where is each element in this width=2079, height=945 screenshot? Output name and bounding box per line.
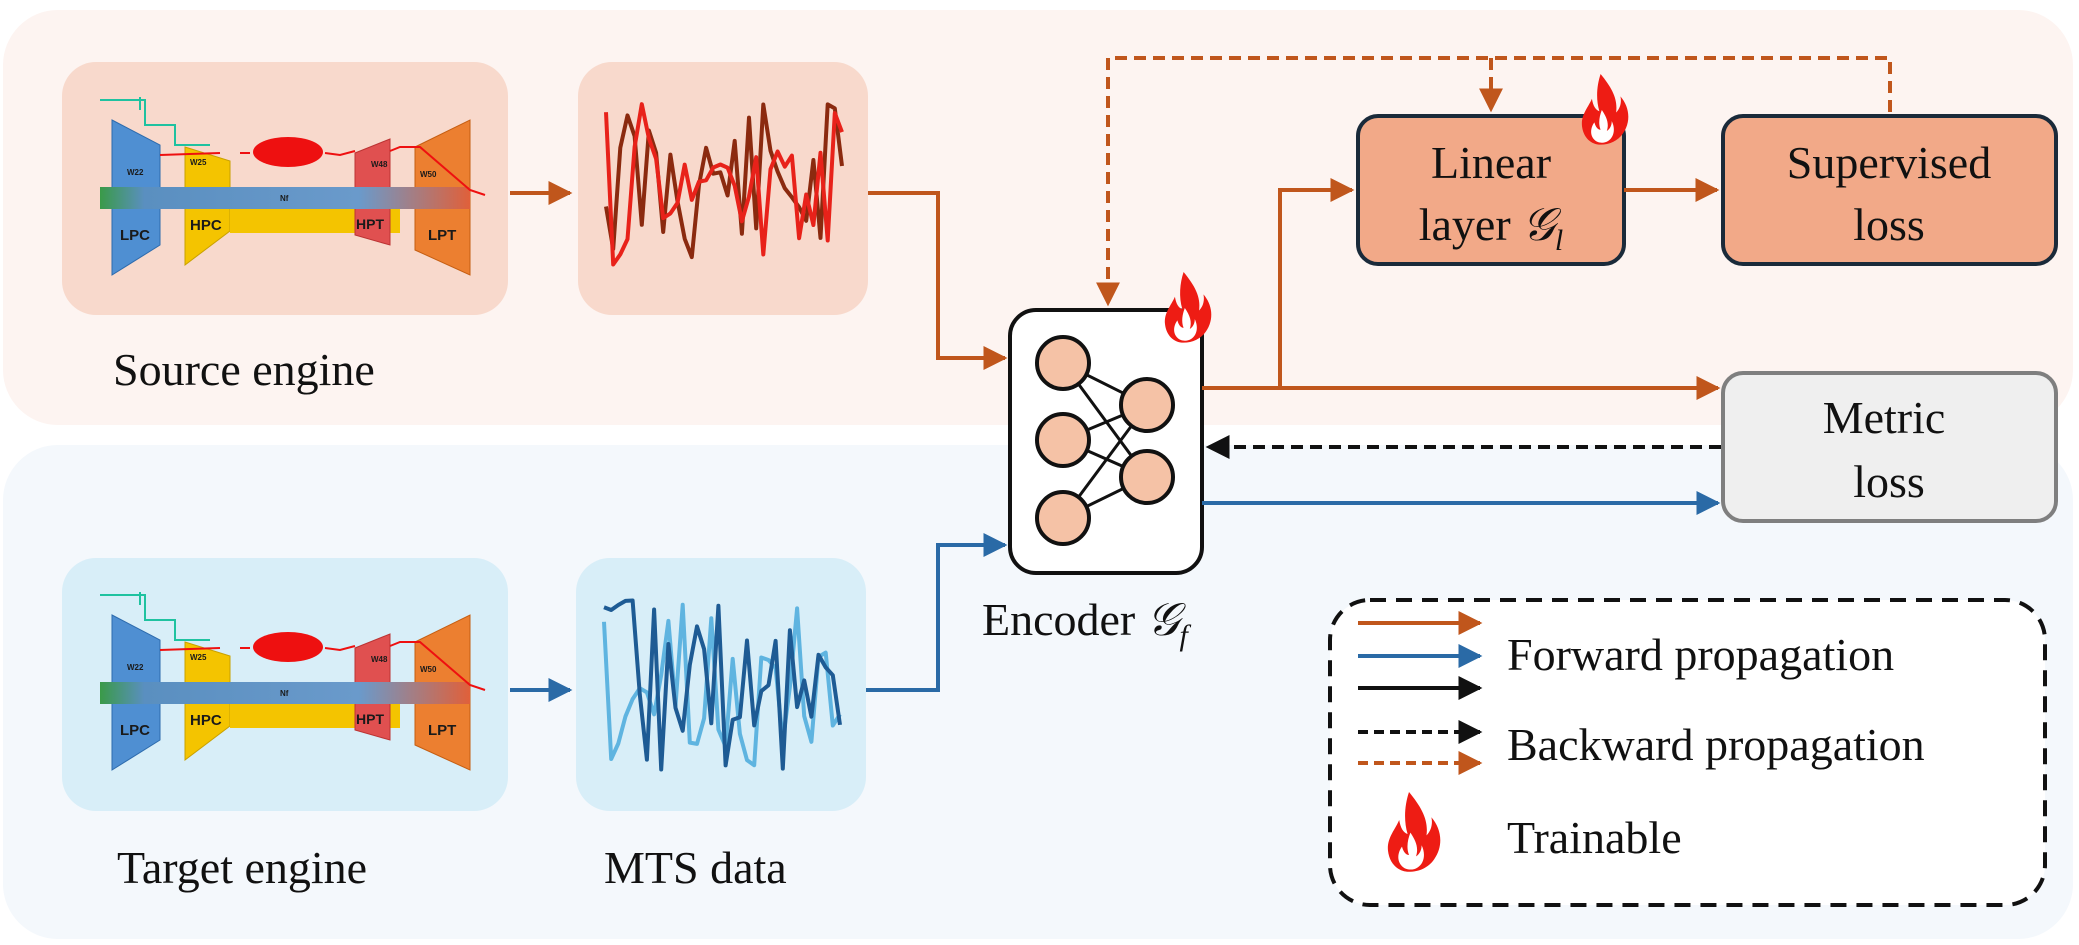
source-lpc-label: LPC — [120, 227, 150, 244]
legend-backward-label: Backward propagation — [1507, 719, 1925, 770]
source-w48-label: W48 — [371, 160, 388, 169]
encoder-label: Encoder 𝒢f — [982, 594, 1192, 652]
legend-forward-label: Forward propagation — [1507, 629, 1894, 680]
target-engine-schematic: W22 W25 W48 W50 Nf LPC HPC HPT LPT — [100, 592, 486, 771]
target-hpt-label: HPT — [356, 711, 384, 727]
target-w50-label: W50 — [420, 665, 437, 674]
legend-box — [1328, 598, 2047, 907]
legend-trainable-label: Trainable — [1507, 812, 1682, 863]
source-hpt-label: HPT — [356, 216, 384, 232]
target-hpc-label: HPC — [190, 712, 222, 729]
linear-layer-line1: Linear — [1431, 137, 1551, 188]
source-engine-label: Source engine — [113, 344, 375, 395]
source-panel — [3, 10, 2073, 425]
encoder-to-linear-arrow — [1278, 178, 1355, 388]
target-nf-label: Nf — [280, 689, 289, 698]
source-mts-to-encoder-arrow — [868, 191, 1008, 370]
metric-loss-box — [1721, 371, 2058, 523]
source-mts-card — [578, 62, 868, 315]
source-mts-plot — [604, 102, 844, 267]
source-hpc-label: HPC — [190, 217, 222, 234]
target-mts-plot — [602, 598, 842, 772]
source-lpt-label: LPT — [428, 227, 456, 244]
linear-layer-line2: layer 𝒢l — [1419, 199, 1564, 257]
supervised-backward-path — [1096, 56, 1892, 307]
source-w22-label: W22 — [127, 168, 144, 177]
supervised-loss-box — [1721, 114, 2058, 266]
target-mts-to-encoder-arrow — [866, 533, 1008, 692]
source-w50-label: W50 — [420, 170, 437, 179]
encoder-nodes — [1035, 335, 1175, 546]
supervised-loss-line1: Supervised — [1787, 137, 1991, 188]
source-w25-label: W25 — [190, 158, 207, 167]
metric-loss-line1: Metric — [1823, 392, 1946, 443]
supervised-loss-line2: loss — [1853, 199, 1925, 250]
target-lpc-label: LPC — [120, 722, 150, 739]
target-w25-label: W25 — [190, 653, 207, 662]
target-engine-label: Target engine — [117, 842, 367, 893]
target-w48-label: W48 — [371, 655, 388, 664]
metric-loss-line2: loss — [1853, 456, 1925, 507]
mts-data-label: MTS data — [604, 842, 787, 893]
target-w22-label: W22 — [127, 663, 144, 672]
source-engine-schematic: W22 W25 W48 W50 Nf LPC HPC HPT LPT — [100, 97, 486, 276]
source-nf-label: Nf — [280, 194, 289, 203]
target-lpt-label: LPT — [428, 722, 456, 739]
